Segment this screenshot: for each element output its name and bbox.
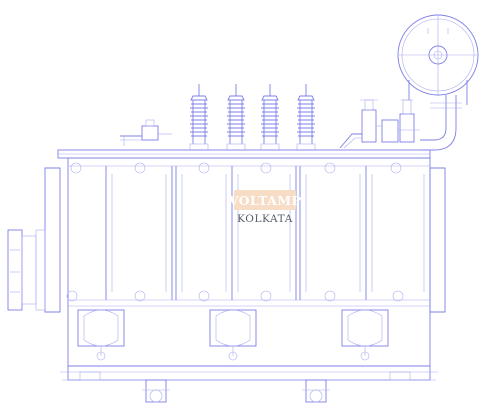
bushing-4 [296, 84, 316, 151]
wheel-left [142, 379, 170, 403]
conservator-pipe [420, 95, 462, 151]
logo-brand-text: VOLTAMP [228, 193, 302, 208]
tank-fittings [66, 290, 404, 302]
base-skid [60, 365, 438, 381]
bushing-2 [226, 84, 246, 151]
marshalling-box [7, 229, 46, 311]
tank-cover [57, 149, 431, 159]
cover-lugs [70, 162, 402, 174]
bottom-bay-3 [341, 309, 389, 361]
wheel-right [302, 379, 330, 403]
bottom-bay-2 [209, 309, 257, 361]
valve-group-right [339, 99, 420, 149]
bushing-3 [260, 84, 280, 151]
bushing-1 [189, 84, 209, 151]
conservator-tank [397, 14, 479, 105]
bottom-bay-1 [77, 309, 125, 361]
radiator-fins [111, 174, 425, 292]
voltamp-logo: VOLTAMP KOLKATA [228, 190, 302, 225]
logo-city-text: KOLKATA [237, 213, 293, 225]
valve-group-left [120, 119, 172, 146]
